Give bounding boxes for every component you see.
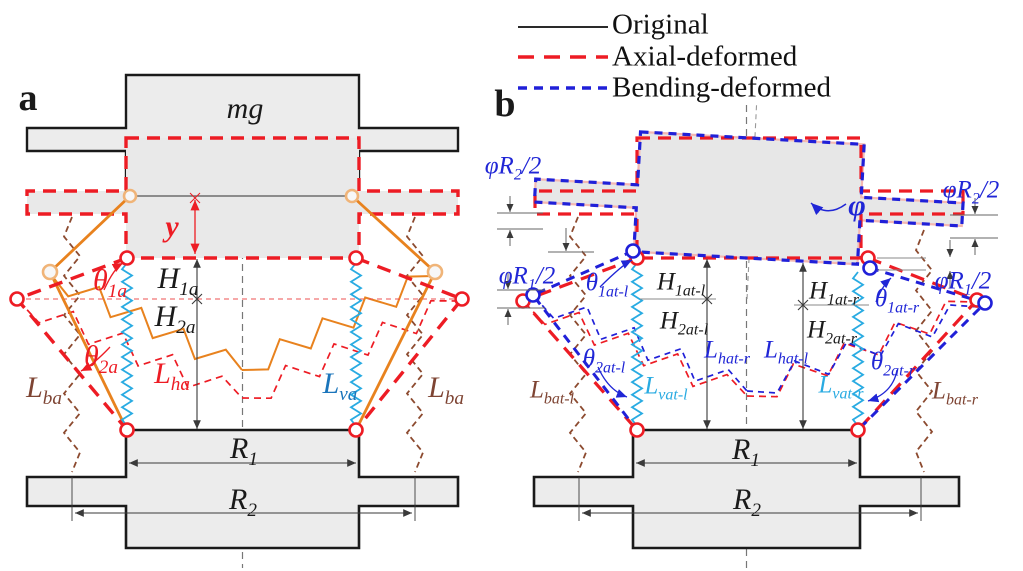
label-Lvat-r: Lvat-r	[818, 371, 864, 403]
vertical-spring-right-b	[851, 271, 865, 427]
label-theta1at-r: θ1at-r	[874, 285, 920, 317]
label-mg: mg	[226, 92, 264, 125]
label-R2-a: R2	[229, 483, 257, 521]
panel-a-tag: a	[18, 77, 38, 119]
legend-label-bending: Bending-deformed	[612, 71, 832, 104]
tilted-centerline-b	[746, 105, 758, 301]
label-Lba-right: Lba	[428, 371, 464, 409]
theta1at-l-arrow	[599, 259, 633, 288]
theta2at-l-arrow	[597, 366, 628, 398]
label-phiR1-left: φR1/2	[498, 262, 556, 294]
reference-lines-b	[640, 257, 926, 306]
label-H1at-l: H1at-l	[656, 268, 706, 300]
r-dimensions-a	[71, 459, 416, 521]
mass-bending-fill-b	[533, 130, 965, 266]
horizontal-spring-original-a	[51, 275, 435, 371]
r-dimensions-b	[578, 459, 922, 521]
h-dimension-a	[191, 259, 203, 429]
mass-bending-deformed-b	[532, 130, 965, 266]
label-Lhat-l: Lhat-l	[763, 336, 809, 368]
base-spring-left-b	[568, 216, 588, 473]
phi-offset-ticks	[497, 196, 998, 325]
legend-label-axial: Axial-deformed	[612, 40, 798, 73]
label-H2at-l: H2at-l	[659, 307, 709, 339]
joints-original-a	[41, 188, 444, 281]
label-phiR2-left: φR2/2	[484, 152, 542, 184]
label-H1a: H1a	[157, 262, 199, 300]
vertical-spring-left-a	[120, 262, 134, 427]
label-phiR2-right: φR2/2	[942, 176, 1000, 208]
label-Lva: Lva	[322, 367, 358, 405]
label-R2-b: R2	[733, 483, 761, 521]
theta2a-arrow	[80, 346, 111, 372]
mass-axial-deformed-a	[25, 136, 460, 260]
panel-a-drawing	[9, 73, 470, 568]
label-H1at-r: H1at-r	[808, 277, 860, 309]
h-dimension-right-b	[797, 263, 809, 429]
label-Lbat-l: Lbat-l	[529, 376, 575, 408]
panel-b-tag: b	[494, 83, 516, 125]
panel-b-drawing	[497, 105, 998, 568]
label-Lhat-r: Lhat-r	[704, 336, 750, 368]
phi-arc-arrow	[810, 202, 847, 216]
joints-axial-b	[515, 250, 985, 438]
vertical-spring-right-a	[349, 262, 363, 427]
label-phi: φ	[848, 189, 866, 222]
theta1a-arrow	[103, 262, 124, 291]
theta2at-r-arrow	[867, 369, 898, 403]
joints-deformed-a	[9, 250, 470, 438]
horizontal-spring-deformed-a	[18, 299, 461, 400]
label-theta2at-r: θ2at-r	[870, 348, 916, 380]
base-spring-left-a	[62, 216, 82, 473]
theta1at-r-arrow	[875, 277, 892, 303]
label-Lba-left: Lba	[26, 371, 62, 409]
label-Lbat-r: Lbat-r	[932, 377, 978, 409]
joints-bending-b	[525, 243, 993, 311]
vertical-spring-left-b	[630, 262, 644, 427]
legend-line-samples	[518, 26, 608, 90]
label-H2a: H2a	[154, 300, 196, 338]
label-y: y	[165, 210, 179, 243]
label-Lvat-l: Lvat-l	[644, 372, 688, 404]
label-R1-a: R1	[230, 432, 258, 470]
label-phiR1-right: φR1/2	[934, 267, 992, 299]
label-R1-b: R1	[732, 433, 760, 471]
legend-label-original: Original	[612, 8, 709, 41]
label-H2at-r: H2at-r	[806, 316, 858, 348]
label-Lha: Lha	[154, 357, 190, 395]
label-theta1a: θ1a	[93, 264, 127, 302]
label-theta1at-l: θ1at-l	[585, 269, 629, 301]
y-dimension-a	[189, 192, 201, 254]
h-dimension-left-b	[701, 259, 713, 429]
label-theta2at-l: θ2at-l	[582, 345, 626, 377]
label-theta2a: θ2a	[84, 340, 118, 378]
